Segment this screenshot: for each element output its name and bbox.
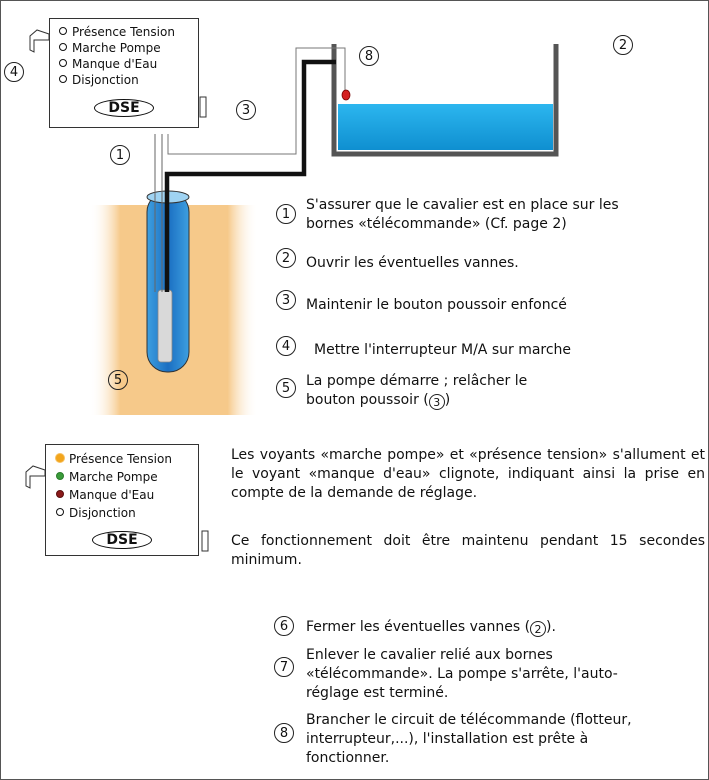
step-7-text: Enlever le cavalier relié aux bornes «té… [306,647,618,701]
brand-logo: DSE [94,99,154,117]
control-panel-top: Présence Tension Marche Pompe Manque d'E… [49,18,199,128]
step-7-number: 7 [274,657,294,677]
step-8-text: Brancher le circuit de télécommande (flo… [306,712,632,766]
led-disjonction: Disjonction [59,73,139,87]
step-2-number: 2 [276,248,296,268]
bottom-diagram-parts [25,465,209,552]
tank-water [338,104,553,150]
step-4-text: Mettre l'interrupteur M/A sur marche [314,342,572,358]
push-button-2 [201,530,209,552]
led-marche-pompe-lit: Marche Pompe [56,470,158,484]
step-6-text: Fermer les éventuelles vannes (2). [306,619,556,637]
step-1-number: 1 [276,204,296,224]
push-button [199,96,207,118]
tank-walls [331,44,559,157]
callout-8: 8 [359,46,379,66]
step-3-number: 3 [276,290,296,310]
step-1-text: S'assurer que le cavalier est en place s… [306,197,619,232]
control-panel-bottom: Présence Tension Marche Pompe Manque d'E… [45,444,199,556]
led-presence-tension: Présence Tension [59,25,175,39]
callout-2: 2 [613,35,633,55]
float [341,89,351,101]
paragraph-duree: Ce fonctionnement doit être maintenu pen… [231,533,705,568]
callout-3: 3 [236,100,256,120]
step-2-text: Ouvrir les éventuelles vannes. [306,255,519,271]
paragraph-voyants: Les voyants «marche pompe» et «présence … [231,447,705,501]
switch-top [29,29,50,53]
step-6-ref: 2 [530,621,547,637]
step-5-text: La pompe démarre ; relâcher le bouton po… [306,373,528,410]
callout-5: 5 [108,370,128,390]
led-manque-eau: Manque d'Eau [59,57,157,71]
pump [157,289,173,363]
step-5-ref: 3 [428,394,445,410]
hose [164,59,336,292]
led-manque-eau-blink: Manque d'Eau [56,488,154,502]
callout-1: 1 [110,145,130,165]
step-5-number: 5 [276,378,296,398]
step-8-number: 8 [274,723,294,743]
brand-logo-2: DSE [92,531,152,549]
led-disjonction-off: Disjonction [56,506,136,520]
led-marche-pompe: Marche Pompe [59,41,161,55]
switch-bottom [25,465,46,489]
step-4-number: 4 [276,336,296,356]
callout-4: 4 [4,62,24,82]
step-6-number: 6 [274,616,294,636]
led-presence-tension-lit: Présence Tension [56,452,172,466]
step-3-text: Maintenir le bouton poussoir enfoncé [306,297,567,313]
